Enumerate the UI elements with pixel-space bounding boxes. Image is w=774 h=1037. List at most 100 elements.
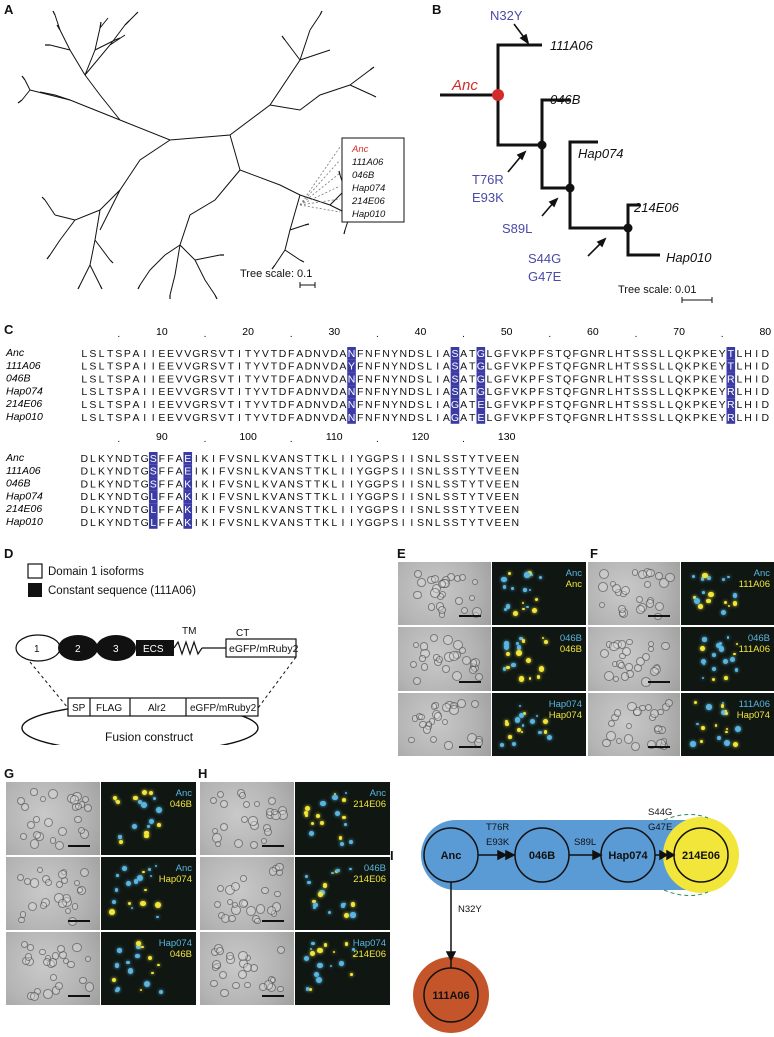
variant-highlight: [148, 516, 158, 529]
residue: G: [365, 453, 373, 465]
residue: T: [133, 517, 140, 529]
residue: L: [435, 517, 441, 529]
residue: F: [503, 373, 509, 385]
variant-highlight: [476, 411, 486, 424]
residue: I: [195, 491, 198, 503]
residue: T: [133, 491, 140, 503]
residue: P: [383, 466, 390, 478]
scale-bar: [459, 680, 481, 683]
residue: I: [402, 453, 405, 465]
residue: V: [322, 399, 329, 411]
residue: E: [477, 412, 484, 424]
residue: F: [374, 348, 380, 360]
residue: T: [133, 478, 140, 490]
residue: D: [124, 517, 132, 529]
residue: L: [487, 348, 493, 360]
residue: G: [373, 478, 381, 490]
variant-highlight: [450, 359, 460, 373]
residue: L: [668, 373, 674, 385]
residue: T: [271, 412, 278, 424]
residue: T: [305, 504, 312, 516]
residue: Y: [469, 517, 476, 529]
residue: K: [322, 491, 329, 503]
residue: V: [219, 386, 226, 398]
residue: F: [288, 386, 294, 398]
residue: K: [201, 466, 208, 478]
tick-label: 10: [156, 326, 168, 338]
residue: E: [167, 412, 174, 424]
residue: L: [668, 412, 674, 424]
variant-highlight: [450, 385, 460, 399]
residue: N: [313, 348, 321, 360]
tick-dot: ·: [462, 436, 465, 447]
residue: S: [443, 504, 450, 516]
residue: Y: [719, 412, 726, 424]
residue: N: [399, 386, 407, 398]
residue: T: [469, 361, 476, 373]
residue: Q: [675, 373, 683, 385]
residue: T: [478, 466, 485, 478]
residue: G: [141, 478, 149, 490]
residue: T: [228, 399, 235, 411]
residue: D: [124, 453, 132, 465]
residue: V: [262, 361, 269, 373]
variant-highlight: [148, 452, 158, 465]
residue: Y: [391, 348, 398, 360]
residue: F: [357, 412, 363, 424]
legend-046b: 046B: [352, 170, 375, 181]
residue: T: [478, 491, 485, 503]
residue: L: [331, 504, 337, 516]
residue: T: [245, 348, 252, 360]
residue: G: [192, 386, 200, 398]
residue: T: [305, 478, 312, 490]
residue: I: [341, 478, 344, 490]
residue: G: [141, 491, 149, 503]
residue: G: [192, 373, 200, 385]
label-yellow-strain: 214E06: [353, 799, 386, 810]
residue: S: [236, 478, 243, 490]
residue: G: [373, 504, 381, 516]
variant-highlight: [183, 464, 193, 478]
residue: L: [99, 386, 105, 398]
residue: P: [693, 412, 700, 424]
residue: E: [495, 491, 502, 503]
residue: L: [737, 386, 743, 398]
residue: T: [469, 373, 476, 385]
residue: K: [184, 491, 191, 503]
residue: S: [417, 412, 424, 424]
residue: T: [624, 361, 631, 373]
residue: Y: [469, 491, 476, 503]
residue: I: [152, 386, 155, 398]
residue: L: [331, 491, 337, 503]
residue: A: [339, 348, 346, 360]
panel-a-legend-box: [341, 137, 405, 223]
alignment-row-name: 214E06: [5, 398, 42, 410]
residue: D: [279, 412, 287, 424]
residue: S: [417, 466, 424, 478]
residue: G: [451, 412, 459, 424]
residue: I: [341, 491, 344, 503]
scale-bar: [68, 995, 90, 997]
residue: N: [425, 466, 433, 478]
residue: Y: [469, 478, 476, 490]
residue: G: [494, 373, 502, 385]
residue: F: [572, 412, 578, 424]
residue: S: [451, 491, 458, 503]
residue: I: [755, 399, 758, 411]
residue: I: [350, 453, 353, 465]
residue: G: [580, 412, 588, 424]
residue: I: [410, 453, 413, 465]
residue: K: [262, 453, 269, 465]
residue: E: [503, 478, 510, 490]
residue: I: [436, 361, 439, 373]
residue: H: [615, 373, 623, 385]
ecs-label: ECS: [143, 644, 164, 655]
residue: V: [219, 412, 226, 424]
residue: D: [81, 504, 89, 516]
label-yellow-strain: 214E06: [353, 949, 386, 960]
residue: L: [659, 399, 665, 411]
residue: N: [115, 478, 123, 490]
variant-highlight: [476, 347, 486, 360]
residue: L: [435, 466, 441, 478]
